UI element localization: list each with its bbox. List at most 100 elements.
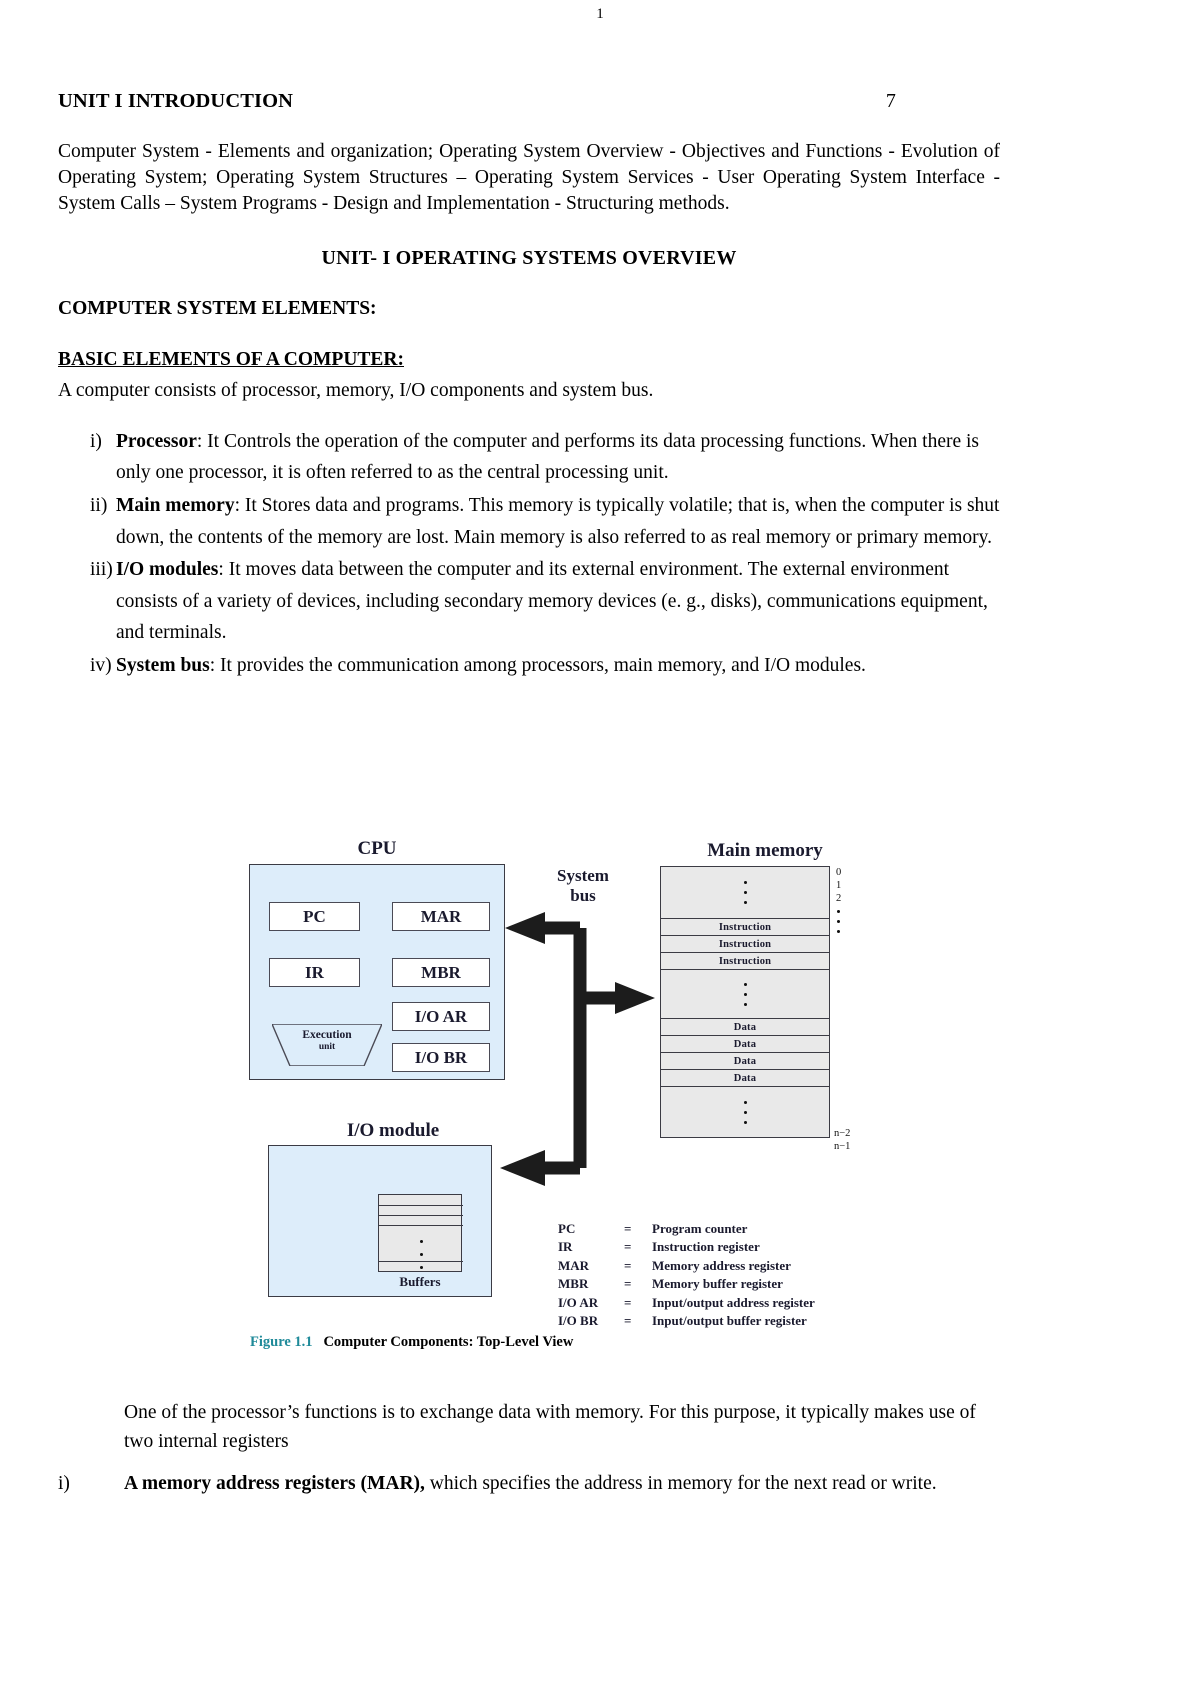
figure-caption: Figure 1.1 Computer Components: Top-Leve… [250,1334,573,1351]
dot-icon [837,910,840,913]
legend-value: Memory buffer register [652,1276,783,1292]
register-pc: PC [269,902,360,931]
legend-equals: = [624,1313,632,1329]
legend-value: Memory address register [652,1257,791,1273]
legend-key: IR [558,1239,573,1255]
page-number: 1 [596,6,604,22]
legend-row: IR = Instruction register [558,1238,815,1256]
memory-ellipsis-bottom [661,1087,829,1137]
after-figure-section: One of the processor’s functions is to e… [58,1398,1000,1499]
list-term: A memory address registers (MAR), [124,1472,425,1494]
legend-key: I/O AR [558,1294,599,1310]
section-heading-basic-elements: BASIC ELEMENTS OF A COMPUTER: [58,348,404,370]
buffer-divider [379,1225,463,1226]
list-text: : It moves data between the computer and… [116,559,988,644]
legend-key: PC [558,1221,576,1236]
document-content: UNIT I INTRODUCTION 7 Computer System - … [58,90,1000,683]
system-bus-label: System bus [528,866,638,907]
legend-key: MBR [558,1276,589,1292]
register-mbr: MBR [392,958,490,987]
buffer-divider [379,1261,463,1262]
legend-key: I/O BR [558,1313,599,1329]
register-io-ar: I/O AR [392,1002,490,1031]
list-body: Processor: It Controls the operation of … [116,426,1000,489]
dot-icon [743,982,747,986]
legend-row: PC = Program counter [558,1220,815,1238]
execution-unit-line2: unit [318,1042,336,1053]
dot-icon [419,1240,423,1243]
memory-row-data: Data [661,1036,829,1053]
execution-unit-label: Execution unit [272,1028,382,1054]
register-io-br: I/O BR [392,1043,490,1072]
memory-address-n-1: n−1 [834,1141,851,1152]
elements-list: i) Processor: It Controls the operation … [58,426,1000,682]
memory-address-2: 2 [836,893,842,904]
legend-equals: = [624,1239,632,1255]
buffer-divider [379,1205,463,1206]
legend-equals: = [624,1276,632,1292]
list-item: iii) I/O modules: It moves data between … [58,554,1000,649]
list-marker: i) [90,430,102,452]
system-bus-line1: System [557,866,609,885]
legend-equals: = [624,1221,632,1236]
registers-list: i) A memory address registers (MAR), whi… [58,1469,1000,1500]
dot-icon [743,901,747,904]
register-mar: MAR [392,902,490,931]
legend-row: I/O BR = Input/output buffer register [558,1312,815,1330]
list-body: Main memory: It Stores data and programs… [116,490,1000,553]
register-ir: IR [269,958,360,987]
legend-equals: = [624,1257,632,1273]
legend-row: MBR = Memory buffer register [558,1275,815,1293]
unit-hours: 7 [885,90,896,112]
list-marker: i) [58,1472,70,1494]
list-text: : It Stores data and programs. This memo… [116,495,1000,548]
legend-row: MAR = Memory address register [558,1257,815,1275]
unit-overview-title: UNIT- I OPERATING SYSTEMS OVERVIEW [321,246,737,269]
list-item: iv) System bus: It provides the communic… [58,650,1000,682]
list-text: : It Controls the operation of the compu… [116,430,980,484]
legend-value: Input/output buffer register [652,1313,807,1329]
syllabus-paragraph: Computer System - Elements and organizat… [58,141,1000,214]
memory-address-0: 0 [836,867,842,878]
list-body: I/O modules: It moves data between the c… [116,554,1000,649]
dot-icon [419,1252,423,1256]
list-term: I/O modules [116,559,219,581]
memory-ellipsis-top [661,867,829,919]
memory-ellipsis-middle [661,970,829,1019]
list-term: Processor [116,430,197,452]
dot-icon [743,891,747,894]
memory-address-n-2: n−2 [834,1128,851,1139]
memory-row-instruction: Instruction [661,919,829,936]
list-item: i) A memory address registers (MAR), whi… [58,1469,1000,1500]
list-item: i) Processor: It Controls the operation … [58,426,1000,489]
intro-paragraph: A computer consists of processor, memory… [58,379,654,401]
legend-key: MAR [558,1257,590,1273]
figure-legend: PC = Program counter IR = Instruction re… [558,1220,815,1331]
io-buffers-label: Buffers [399,1274,441,1289]
system-bus-line2: bus [570,886,596,906]
list-body: System bus: It provides the communicatio… [116,650,1000,682]
dot-icon [743,1100,747,1104]
dot-icon [743,1002,747,1006]
dot-icon [743,881,747,884]
unit-heading: UNIT I INTRODUCTION 7 [58,90,1000,113]
memory-row-instruction: Instruction [661,936,829,953]
cpu-title: CPU [357,838,397,859]
buffer-ellipsis [379,1233,463,1271]
list-text: which specifies the address in memory fo… [424,1472,937,1494]
dot-icon [419,1265,423,1269]
io-module-title: I/O module [346,1120,440,1141]
execution-unit-shape [272,1024,382,1066]
section-heading-computer-system-elements: COMPUTER SYSTEM ELEMENTS: [58,297,377,319]
memory-row-data: Data [661,1070,829,1087]
memory-row-instruction: Instruction [661,953,829,970]
memory-address-1: 1 [836,880,842,891]
dot-icon [743,1120,747,1124]
dot-icon [837,930,840,933]
legend-value: Instruction register [652,1239,760,1255]
dot-icon [743,992,747,996]
io-buffers-box [378,1194,463,1272]
dot-icon [743,1110,747,1114]
list-marker: iv) [90,654,112,676]
